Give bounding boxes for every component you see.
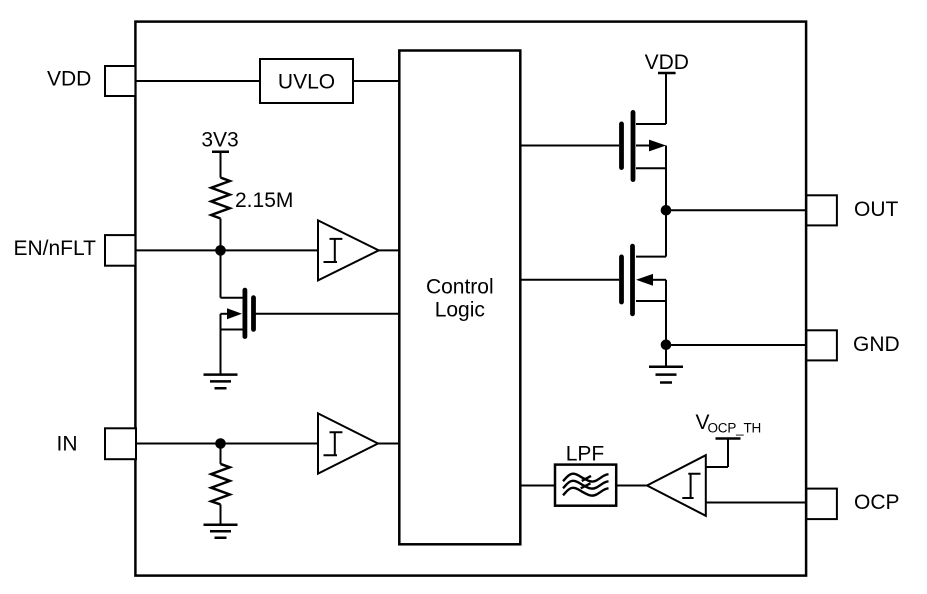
svg-text:VDD: VDD	[47, 68, 91, 91]
svg-text:OUT: OUT	[854, 198, 899, 221]
svg-text:LPF: LPF	[566, 443, 605, 466]
svg-text:EN/nFLT: EN/nFLT	[14, 237, 97, 260]
svg-text:3V3: 3V3	[201, 129, 238, 152]
svg-text:IN: IN	[57, 432, 78, 455]
svg-text:Control: Control	[426, 275, 494, 298]
svg-text:OCP_TH: OCP_TH	[708, 421, 762, 436]
svg-text:GND: GND	[853, 333, 900, 356]
svg-text:OCP: OCP	[854, 491, 900, 514]
svg-text:Logic: Logic	[435, 298, 485, 321]
svg-text:VDD: VDD	[645, 51, 689, 74]
svg-text:V: V	[696, 411, 710, 434]
svg-text:UVLO: UVLO	[278, 71, 335, 94]
svg-text:2.15M: 2.15M	[235, 189, 293, 212]
